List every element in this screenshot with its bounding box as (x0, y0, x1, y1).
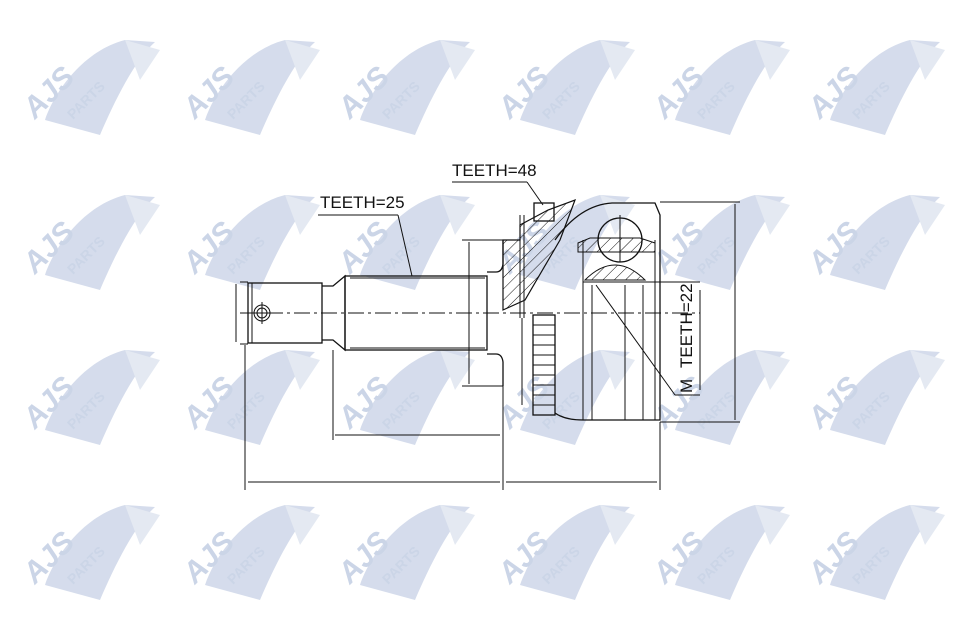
label-teeth-48: TEETH=48 (452, 161, 537, 180)
shaft-end (247, 240, 504, 386)
watermark-layer (15, 40, 945, 600)
abs-ring-teeth (533, 324, 555, 406)
outer-housing (502, 198, 700, 421)
label-teeth-25: TEETH=25 (320, 193, 405, 212)
label-teeth-22: TEETH=22 (677, 283, 696, 368)
label-m: M (677, 379, 696, 393)
dimension-lines (235, 201, 740, 490)
annotations: TEETH=25 TEETH=48 TEETH=22 M (318, 161, 700, 396)
